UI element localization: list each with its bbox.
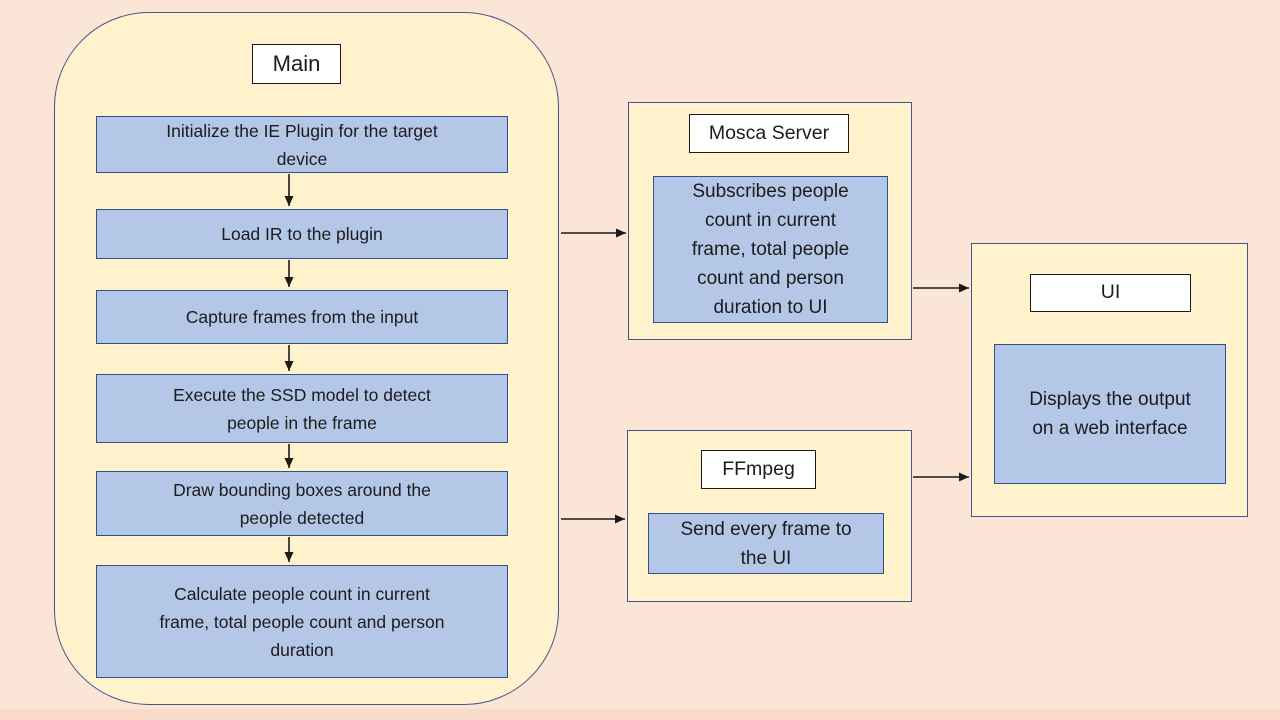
- step-execute-ssd: Execute the SSD model to detect people i…: [96, 374, 508, 443]
- main-group-label: Main: [252, 44, 341, 84]
- step-draw-boxes: Draw bounding boxes around the people de…: [96, 471, 508, 536]
- ui-label-text: UI: [1100, 281, 1121, 304]
- step-capture-frames: Capture frames from the input: [96, 290, 508, 344]
- ffmpeg-label: FFmpeg: [701, 450, 816, 489]
- ffmpeg-description: Send every frame to the UI: [648, 513, 884, 574]
- step-initialize-plugin: Initialize the IE Plugin for the target …: [96, 116, 508, 173]
- mosca-server-label-text: Mosca Server: [708, 121, 830, 144]
- ffmpeg-group: FFmpeg Send every frame to the UI: [627, 430, 912, 602]
- ui-group: UI Displays the output on a web interfac…: [971, 243, 1248, 517]
- main-group-label-text: Main: [272, 51, 321, 76]
- main-group: Main Initialize the IE Plugin for the ta…: [54, 12, 559, 705]
- ui-label: UI: [1030, 274, 1191, 312]
- mosca-server-description: Subscribes people count in current frame…: [653, 176, 888, 323]
- step-calculate-count: Calculate people count in current frame,…: [96, 565, 508, 678]
- mosca-server-label: Mosca Server: [689, 114, 849, 153]
- ui-description: Displays the output on a web interface: [994, 344, 1226, 484]
- mosca-server-group: Mosca Server Subscribes people count in …: [628, 102, 912, 340]
- background-bottom-strip: [0, 709, 1280, 720]
- step-load-ir: Load IR to the plugin: [96, 209, 508, 259]
- ffmpeg-label-text: FFmpeg: [722, 457, 795, 480]
